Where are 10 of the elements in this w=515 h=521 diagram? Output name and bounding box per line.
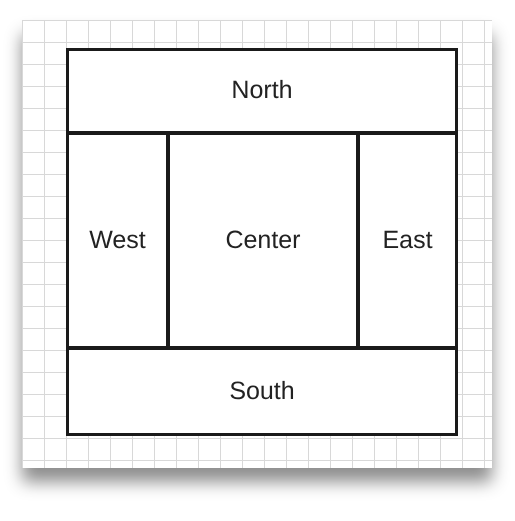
region-label: South — [229, 376, 295, 407]
region-label: Center — [225, 224, 301, 256]
region-box — [66, 347, 458, 436]
region-box — [66, 48, 458, 134]
region-box — [66, 132, 169, 349]
region-label: North — [231, 75, 293, 106]
region-box — [167, 132, 359, 349]
region-label: East — [382, 224, 433, 256]
region-label: West — [89, 224, 146, 256]
region-box — [357, 132, 458, 349]
